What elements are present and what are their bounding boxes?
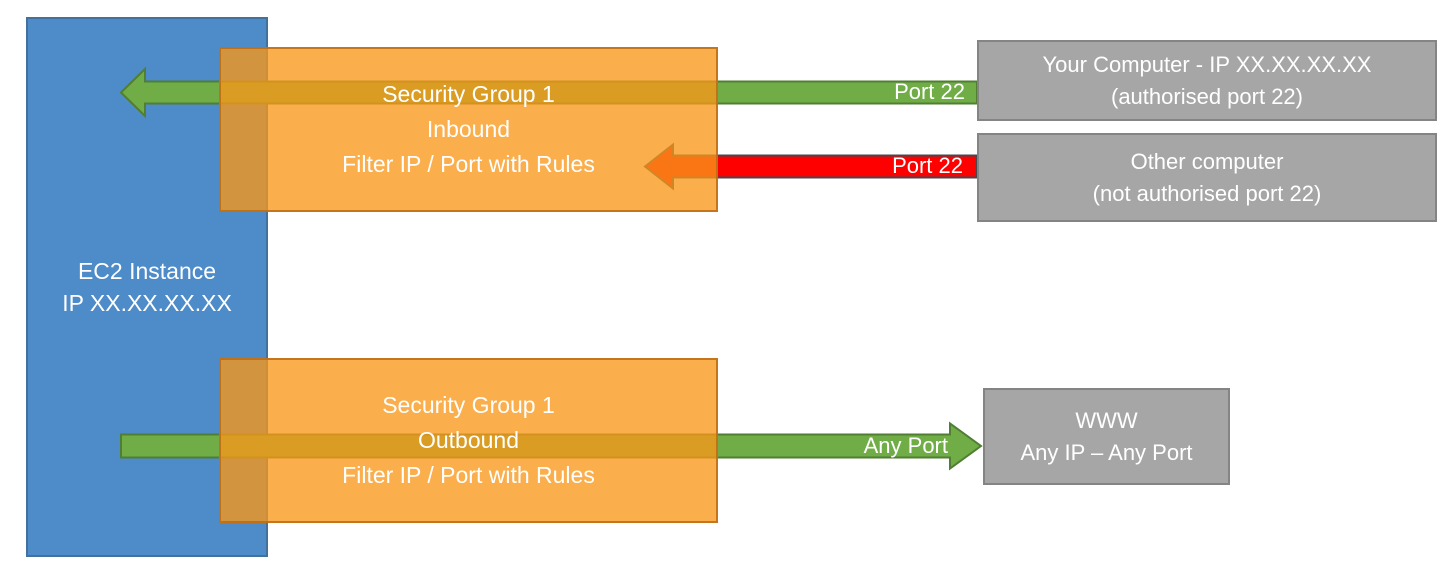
other-computer-title: Other computer	[1130, 148, 1284, 174]
your-computer-box: Your Computer - IP XX.XX.XX.XX (authoris…	[977, 40, 1437, 121]
ec2-instance-ip: IP XX.XX.XX.XX	[62, 290, 232, 316]
security-group-inbound-box: Security Group 1 Inbound Filter IP / Por…	[219, 47, 718, 212]
www-box: WWW Any IP – Any Port	[983, 388, 1230, 485]
security-group-inbound-title: Security Group 1	[382, 81, 555, 107]
inbound-blocked-port-label: Port 22	[892, 153, 963, 178]
security-group-outbound-description: Filter IP / Port with Rules	[342, 462, 595, 488]
security-group-outbound-box: Security Group 1 Outbound Filter IP / Po…	[219, 358, 718, 523]
www-title: WWW	[1075, 407, 1138, 433]
security-group-inbound-description: Filter IP / Port with Rules	[342, 151, 595, 177]
other-computer-subtitle: (not authorised port 22)	[1092, 180, 1322, 206]
your-computer-title: Your Computer - IP XX.XX.XX.XX	[1042, 51, 1372, 77]
inbound-allowed-port-label: Port 22	[894, 79, 965, 104]
security-group-outbound-title: Security Group 1	[382, 392, 555, 418]
security-group-inbound-direction: Inbound	[426, 116, 511, 142]
outbound-any-port-label: Any Port	[863, 433, 948, 458]
other-computer-box: Other computer (not authorised port 22)	[977, 133, 1437, 222]
www-subtitle: Any IP – Any Port	[1020, 439, 1193, 465]
ec2-instance-name: EC2 Instance	[77, 258, 217, 284]
security-group-outbound-direction: Outbound	[417, 427, 520, 453]
your-computer-subtitle: (authorised port 22)	[1111, 83, 1303, 109]
